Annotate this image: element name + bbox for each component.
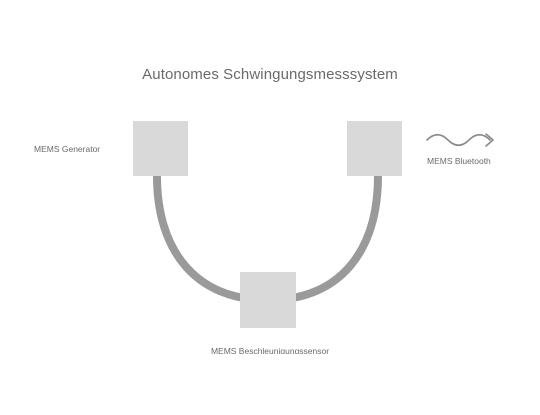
sensor-label: MEMS Beschleunigungssensor [210,346,330,354]
generator-label: MEMS Generator [34,144,101,154]
bluetooth-node [347,121,402,176]
sensor-node [240,272,296,328]
diagram-title: Autonomes Schwingungsmesssystem [142,66,398,83]
bluetooth-label: MEMS Bluetooth [427,156,491,166]
generator-node [133,121,188,176]
wireless-signal-arrow-icon [426,133,494,147]
